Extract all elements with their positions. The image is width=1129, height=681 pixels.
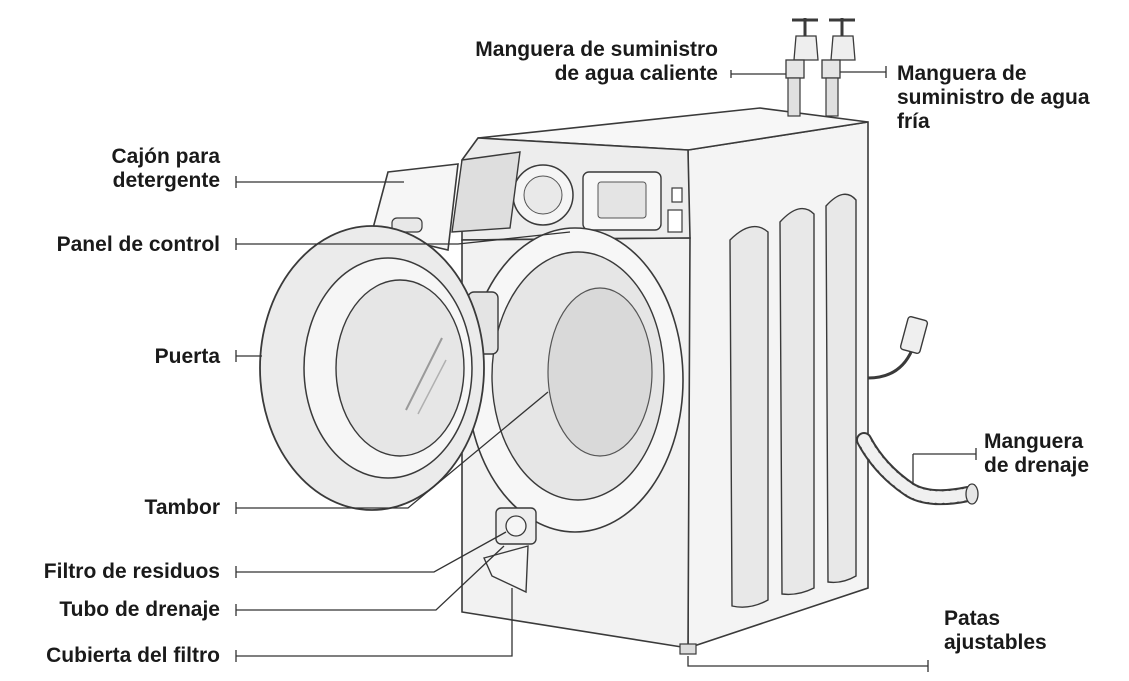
label-hot-hose: Manguera de suministro de agua caliente (360, 38, 718, 86)
label-drain-tube: Tubo de drenaje (0, 598, 220, 622)
label-hot-hose-line-1: Manguera de suministro (475, 38, 718, 61)
label-drain-tube-line-1: Tubo de drenaje (59, 598, 220, 621)
label-filter-cover-line-1: Cubierta del filtro (46, 644, 220, 667)
leader-detergent (235, 176, 404, 188)
debris-filter-cap (505, 515, 527, 537)
label-drain-hose-line-1: Manguera (984, 430, 1084, 453)
detergent-drawer-handle (391, 217, 423, 233)
hot-water-hose (787, 77, 801, 117)
power-plug (899, 315, 929, 355)
label-cold-hose-line-1: Manguera de (897, 62, 1027, 85)
drum (547, 287, 653, 457)
label-feet-line-2: ajustables (944, 631, 1047, 654)
label-drum-line-1: Tambor (144, 496, 220, 519)
side-rib-2 (779, 207, 815, 596)
label-door: Puerta (20, 345, 220, 369)
cold-water-hose (825, 77, 839, 117)
label-detergent-line-1: Cajón para (111, 145, 220, 168)
door-glass (335, 279, 465, 457)
label-feet-line-1: Patas (944, 607, 1001, 630)
leader-drain-hose (912, 448, 977, 484)
label-cold-hose: Manguera de suministro de agua fría (897, 62, 1123, 134)
detergent-drawer-body (451, 151, 521, 233)
filter-cover-flap (483, 545, 529, 594)
leader-hot-hose (730, 70, 786, 78)
drain-hose-end (965, 483, 979, 505)
leader-feet (687, 656, 929, 672)
label-control-panel: Panel de control (0, 233, 220, 257)
leader-debris-filter (235, 531, 507, 578)
power-button (671, 187, 683, 203)
label-filter-cover: Cubierta del filtro (0, 644, 220, 668)
label-detergent-line-2: detergente (112, 169, 220, 192)
leader-drain-tube (235, 545, 505, 616)
side-rib-1 (729, 225, 769, 608)
leader-door (235, 350, 262, 362)
label-cold-hose-line-2: suministro de agua (897, 86, 1090, 109)
power-cord (867, 349, 914, 380)
label-debris-filter: Filtro de residuos (0, 560, 220, 584)
label-drum: Tambor (20, 496, 220, 520)
label-door-line-1: Puerta (154, 345, 220, 368)
leader-control-panel (235, 231, 571, 250)
label-drain-hose: Manguera de drenaje (984, 430, 1124, 478)
label-debris-filter-line-1: Filtro de residuos (43, 560, 220, 583)
leader-filter-cover (235, 588, 513, 662)
faucet-hot (785, 18, 819, 79)
side-rib-3 (825, 193, 857, 584)
leader-drum (235, 391, 549, 514)
label-feet: Patas ajustables (944, 607, 1104, 655)
start-button (667, 209, 683, 233)
faucet-cold (821, 18, 856, 79)
label-detergent: Cajón para detergente (20, 145, 220, 193)
leader-lines (235, 66, 977, 672)
label-control-panel-line-1: Panel de control (56, 233, 220, 256)
label-hot-hose-line-2: de agua caliente (554, 62, 718, 85)
adjustable-foot (679, 643, 697, 655)
label-drain-hose-line-2: de drenaje (984, 454, 1090, 477)
leader-cold-hose (840, 66, 887, 78)
label-cold-hose-line-3: fría (897, 110, 930, 133)
